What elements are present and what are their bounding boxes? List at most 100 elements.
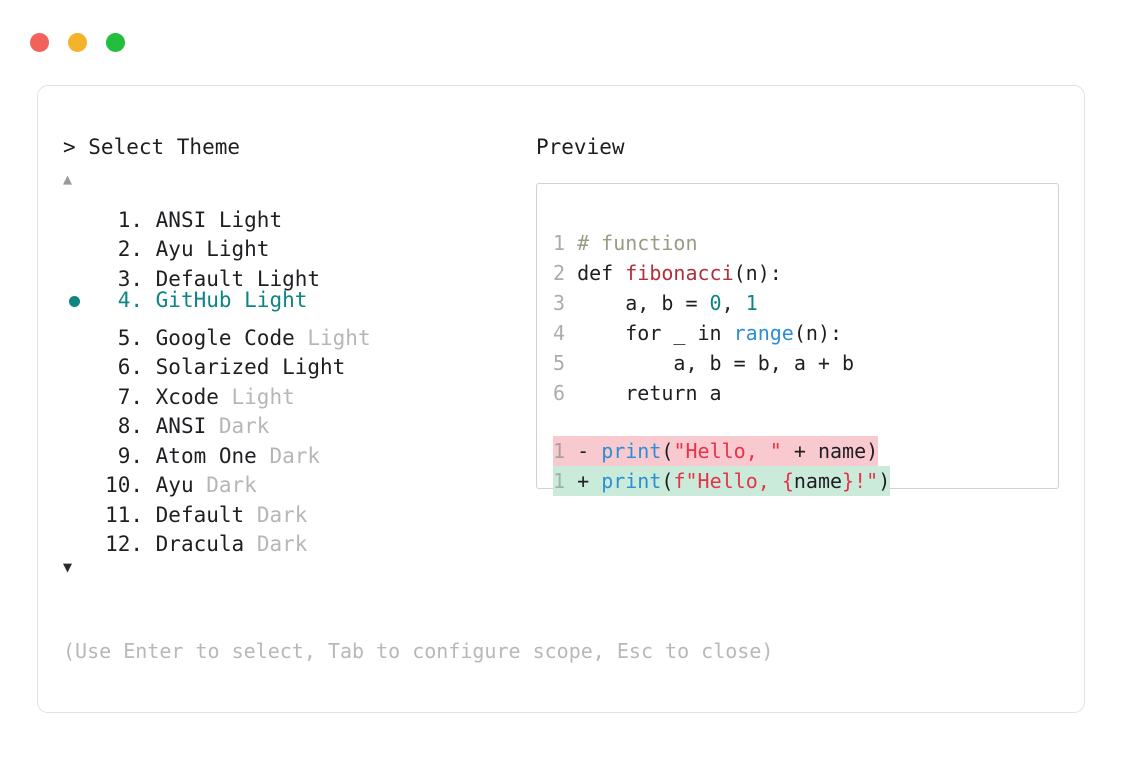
theme-item-name: Dracula <box>155 532 245 556</box>
line-number: 1 <box>553 469 578 493</box>
code-blank-line <box>553 408 890 436</box>
theme-item-variant: Light <box>206 207 283 232</box>
code-token: , <box>721 291 746 315</box>
theme-list-item[interactable]: 3. Default Light <box>63 256 533 291</box>
theme-item-name: Ayu <box>155 473 194 497</box>
theme-item-number: 8. <box>117 414 143 438</box>
code-token: print <box>601 439 662 463</box>
theme-item-number: 10. <box>105 473 143 497</box>
diff-line-row: 1 - print("Hello, " + name) <box>553 436 890 466</box>
line-number: 1 <box>553 231 578 255</box>
theme-item-variant: Light <box>244 266 321 291</box>
code-token: (n): <box>793 321 843 345</box>
theme-item-variant: Light <box>294 325 371 350</box>
diff-line-row: 1 + print(f"Hello, {name}!") <box>553 466 891 496</box>
selection-marker-cell <box>63 315 95 345</box>
close-window-button[interactable] <box>30 33 49 52</box>
theme-list-item[interactable]: 7. Xcode Light <box>63 374 533 409</box>
theme-item-number: 2. <box>117 237 143 261</box>
theme-item-spacer <box>143 383 156 413</box>
theme-item-number: 12. <box>105 532 143 556</box>
theme-item-number: 6. <box>117 355 143 379</box>
theme-list-item[interactable]: 6. Solarized Light <box>63 345 533 379</box>
scroll-up-icon[interactable]: ▲ <box>63 170 73 188</box>
selection-marker-cell <box>63 433 95 463</box>
code-token: ( <box>661 469 674 493</box>
code-token: } <box>842 469 855 493</box>
code-token: 1 <box>745 291 758 315</box>
theme-item-name: Ayu <box>155 237 194 261</box>
theme-item-spacer <box>143 353 156 383</box>
theme-list-item[interactable]: 5. Google Code Light <box>63 315 533 350</box>
code-token: { <box>781 469 794 493</box>
code-token: a, b = b, a + b <box>577 351 855 375</box>
theme-list-item[interactable]: 10. Ayu Dark <box>63 463 533 497</box>
maximize-window-button[interactable] <box>106 33 125 52</box>
theme-item-spacer <box>143 471 156 501</box>
diff-removed-line: 1 - print("Hello, " + name) <box>553 436 879 466</box>
theme-item-name: Default <box>155 266 245 291</box>
minimize-window-button[interactable] <box>68 33 87 52</box>
diff-added-line: 1 + print(f"Hello, {name}!") <box>553 466 891 496</box>
theme-item-name: Default <box>155 502 245 527</box>
theme-item-spacer <box>143 530 156 560</box>
selection-marker-cell <box>63 286 95 316</box>
diff-marker: - <box>577 439 602 463</box>
theme-item-name: Solarized <box>155 355 270 379</box>
code-line: 3 a, b = 0, 1 <box>553 288 890 318</box>
line-number: 5 <box>553 351 578 375</box>
line-number: 3 <box>553 291 578 315</box>
theme-item-name: ANSI <box>155 207 207 232</box>
theme-list-item[interactable]: 9. Atom One Dark <box>63 433 533 468</box>
code-line: 5 a, b = b, a + b <box>553 348 890 378</box>
theme-item-spacer <box>143 442 156 472</box>
theme-item-spacer <box>143 286 156 316</box>
theme-item-variant: Dark <box>206 414 270 438</box>
code-token: !" <box>854 469 879 493</box>
theme-item-spacer <box>143 501 156 531</box>
theme-item-variant: Light <box>269 355 346 379</box>
theme-item-name: Atom One <box>155 443 257 468</box>
code-token: return a <box>577 381 722 405</box>
scroll-down-icon[interactable]: ▼ <box>63 558 73 576</box>
selected-bullet-icon <box>69 295 80 307</box>
code-line: 2 def fibonacci(n): <box>553 258 890 288</box>
code-token: fibonacci <box>625 261 734 285</box>
theme-list-item[interactable]: 8. ANSI Dark <box>63 404 533 438</box>
code-token: "Hello, " <box>673 439 782 463</box>
theme-item-number: 9. <box>117 443 143 468</box>
theme-item-variant: Dark <box>244 532 308 556</box>
page-title: > Select Theme <box>63 135 241 159</box>
theme-list-item[interactable]: 12. Dracula Dark <box>63 522 533 556</box>
selection-marker-cell <box>63 522 95 552</box>
code-token: + name) <box>781 439 879 463</box>
theme-item-number: 1. <box>117 207 143 232</box>
line-number: 2 <box>553 261 578 285</box>
selection-marker-cell <box>63 404 95 434</box>
theme-item-number: 4. <box>117 287 143 312</box>
theme-item-spacer <box>143 324 156 354</box>
selection-marker-cell <box>63 463 95 493</box>
code-token: a, b = <box>577 291 710 315</box>
theme-item-name: Xcode <box>155 384 219 409</box>
theme-list-item[interactable]: 11. Default Dark <box>63 492 533 527</box>
theme-list-item[interactable]: 1. ANSI Light <box>63 197 533 232</box>
selection-marker-cell <box>63 345 95 375</box>
theme-list-item[interactable]: 2. Ayu Light <box>63 227 533 261</box>
theme-item-name: ANSI <box>155 414 207 438</box>
code-token: # function <box>577 231 698 255</box>
code-token: name <box>793 469 843 493</box>
code-line: 1 # function <box>553 228 890 258</box>
code-token: ( <box>661 439 674 463</box>
theme-item-variant: Dark <box>256 443 321 468</box>
code-token: range <box>733 321 794 345</box>
theme-item-spacer <box>143 412 156 442</box>
theme-item-number: 11. <box>105 502 143 527</box>
code-token: (n): <box>733 261 782 285</box>
theme-list-item[interactable]: 4. GitHub Light <box>63 286 533 316</box>
